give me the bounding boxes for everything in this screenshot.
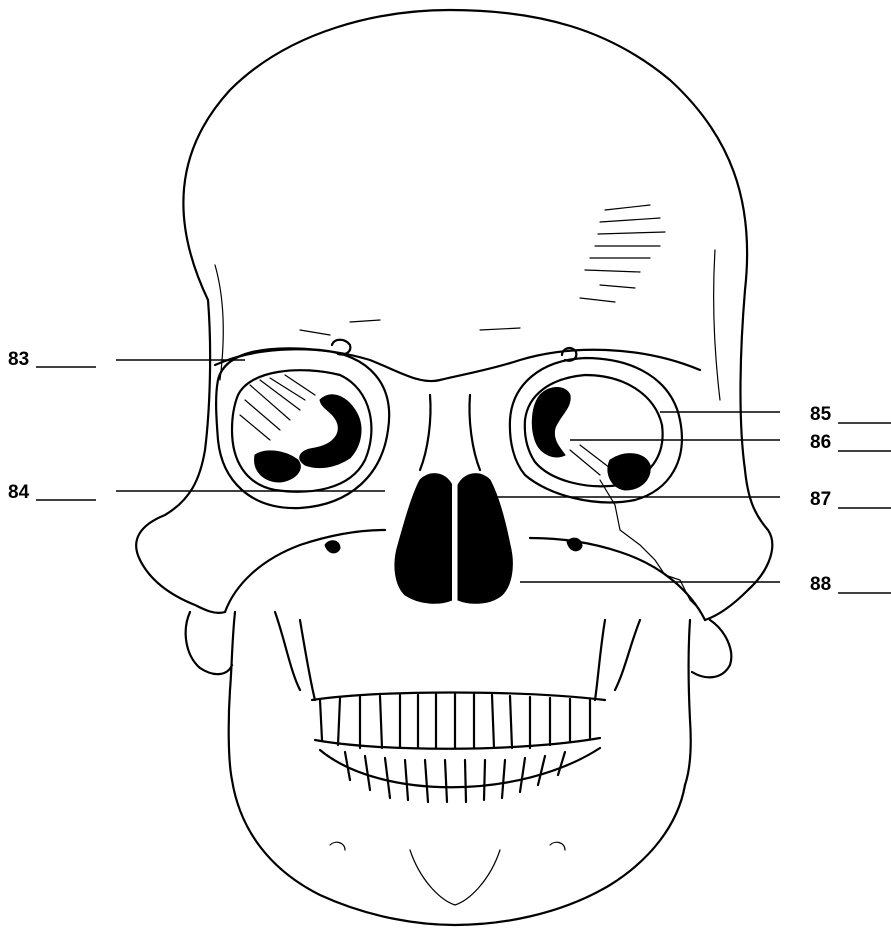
left-orbit [216, 340, 389, 508]
label-88-number: 88 [810, 574, 831, 595]
temporal-line-right [714, 250, 720, 400]
upper-teeth [312, 693, 605, 749]
zygomaticomaxillary-suture [600, 480, 700, 610]
lower-teeth [320, 748, 600, 802]
label-87: 87 [460, 489, 891, 510]
label-88: 88 [520, 574, 891, 595]
infraorbital-foramen-left [325, 541, 340, 553]
label-83-number: 83 [8, 349, 29, 370]
right-orbit [510, 348, 682, 502]
label-84: 84 [8, 482, 385, 503]
label-85: 85 [660, 404, 891, 425]
zygomatic-left [225, 530, 385, 612]
mandible-ramus-right [685, 620, 691, 785]
label-87-number: 87 [810, 489, 831, 510]
label-86-number: 86 [810, 432, 831, 453]
label-85-number: 85 [810, 404, 832, 425]
nasal-region [395, 395, 512, 605]
infraorbital-foramen-right [567, 538, 582, 551]
mandible-ramus-left [229, 612, 235, 780]
label-86: 86 [570, 432, 891, 453]
skull-illustration [136, 10, 772, 925]
forehead-hatching [300, 205, 665, 335]
label-84-number: 84 [8, 482, 30, 503]
